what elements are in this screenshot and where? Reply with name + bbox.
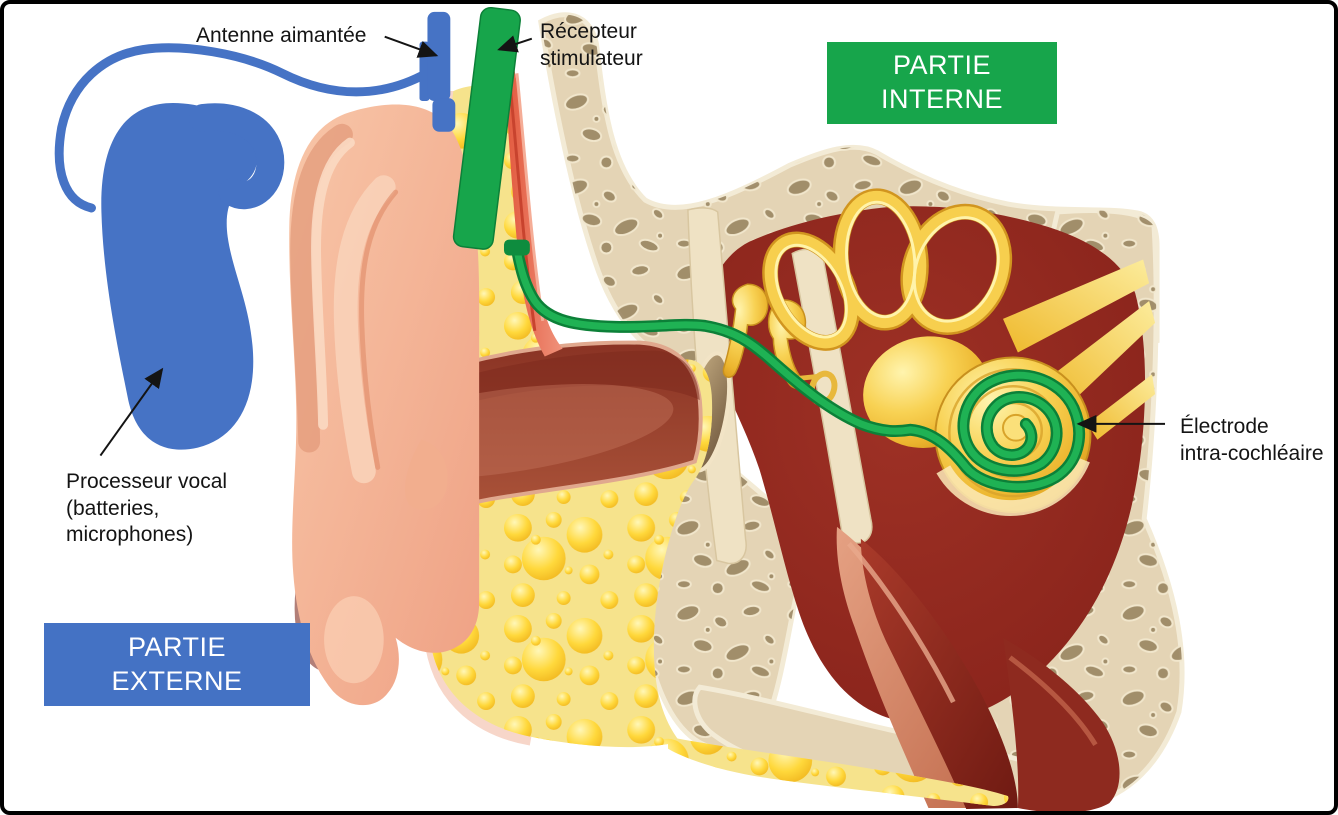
electrode-label-line2: intra-cochléaire xyxy=(1180,441,1324,465)
annotation-arrows xyxy=(99,35,1166,457)
semicircular-canals-illustration xyxy=(762,188,1013,351)
receiver-stimulator-illustration xyxy=(452,6,530,256)
receiver-label-line2: stimulateur xyxy=(540,46,643,70)
electrode-wire-illustration xyxy=(510,243,1086,493)
electrode-label-line1: Électrode xyxy=(1180,415,1269,438)
processor-label-line3: microphones) xyxy=(66,523,194,547)
external-part-badge: PARTIE EXTERNE xyxy=(44,623,310,706)
speech-processor-illustration xyxy=(101,103,285,450)
receiver-label: Récepteur stimulateur xyxy=(540,19,643,72)
internal-part-badge-line2: INTERNE xyxy=(880,84,1003,114)
receiver-label-line1: Récepteur xyxy=(540,20,637,43)
antenna-label-text: Antenne aimantée xyxy=(196,24,367,47)
outer-ear-illustration xyxy=(289,104,480,706)
processor-label-line2: (batteries, xyxy=(66,496,160,520)
muscle-illustration xyxy=(836,526,1120,811)
antenna-label: Antenne aimantée xyxy=(196,23,366,50)
antenna-arrow xyxy=(384,35,439,58)
processor-label-line1: Processeur vocal xyxy=(66,470,228,493)
internal-part-badge-line1: PARTIE xyxy=(892,50,992,81)
processor-label: Processeur vocal (batteries, microphones… xyxy=(66,469,227,549)
processor-arrow xyxy=(99,367,164,457)
external-part-badge-line1: PARTIE xyxy=(127,631,227,662)
ear-anatomy-illustration xyxy=(54,6,1185,811)
internal-part-badge: PARTIE INTERNE xyxy=(827,42,1057,124)
processor-cable-illustration xyxy=(54,43,431,213)
electrode-label: Électrode intra-cochléaire xyxy=(1180,414,1324,467)
external-part-badge-line2: EXTERNE xyxy=(111,665,243,696)
receiver-arrow xyxy=(497,35,533,53)
